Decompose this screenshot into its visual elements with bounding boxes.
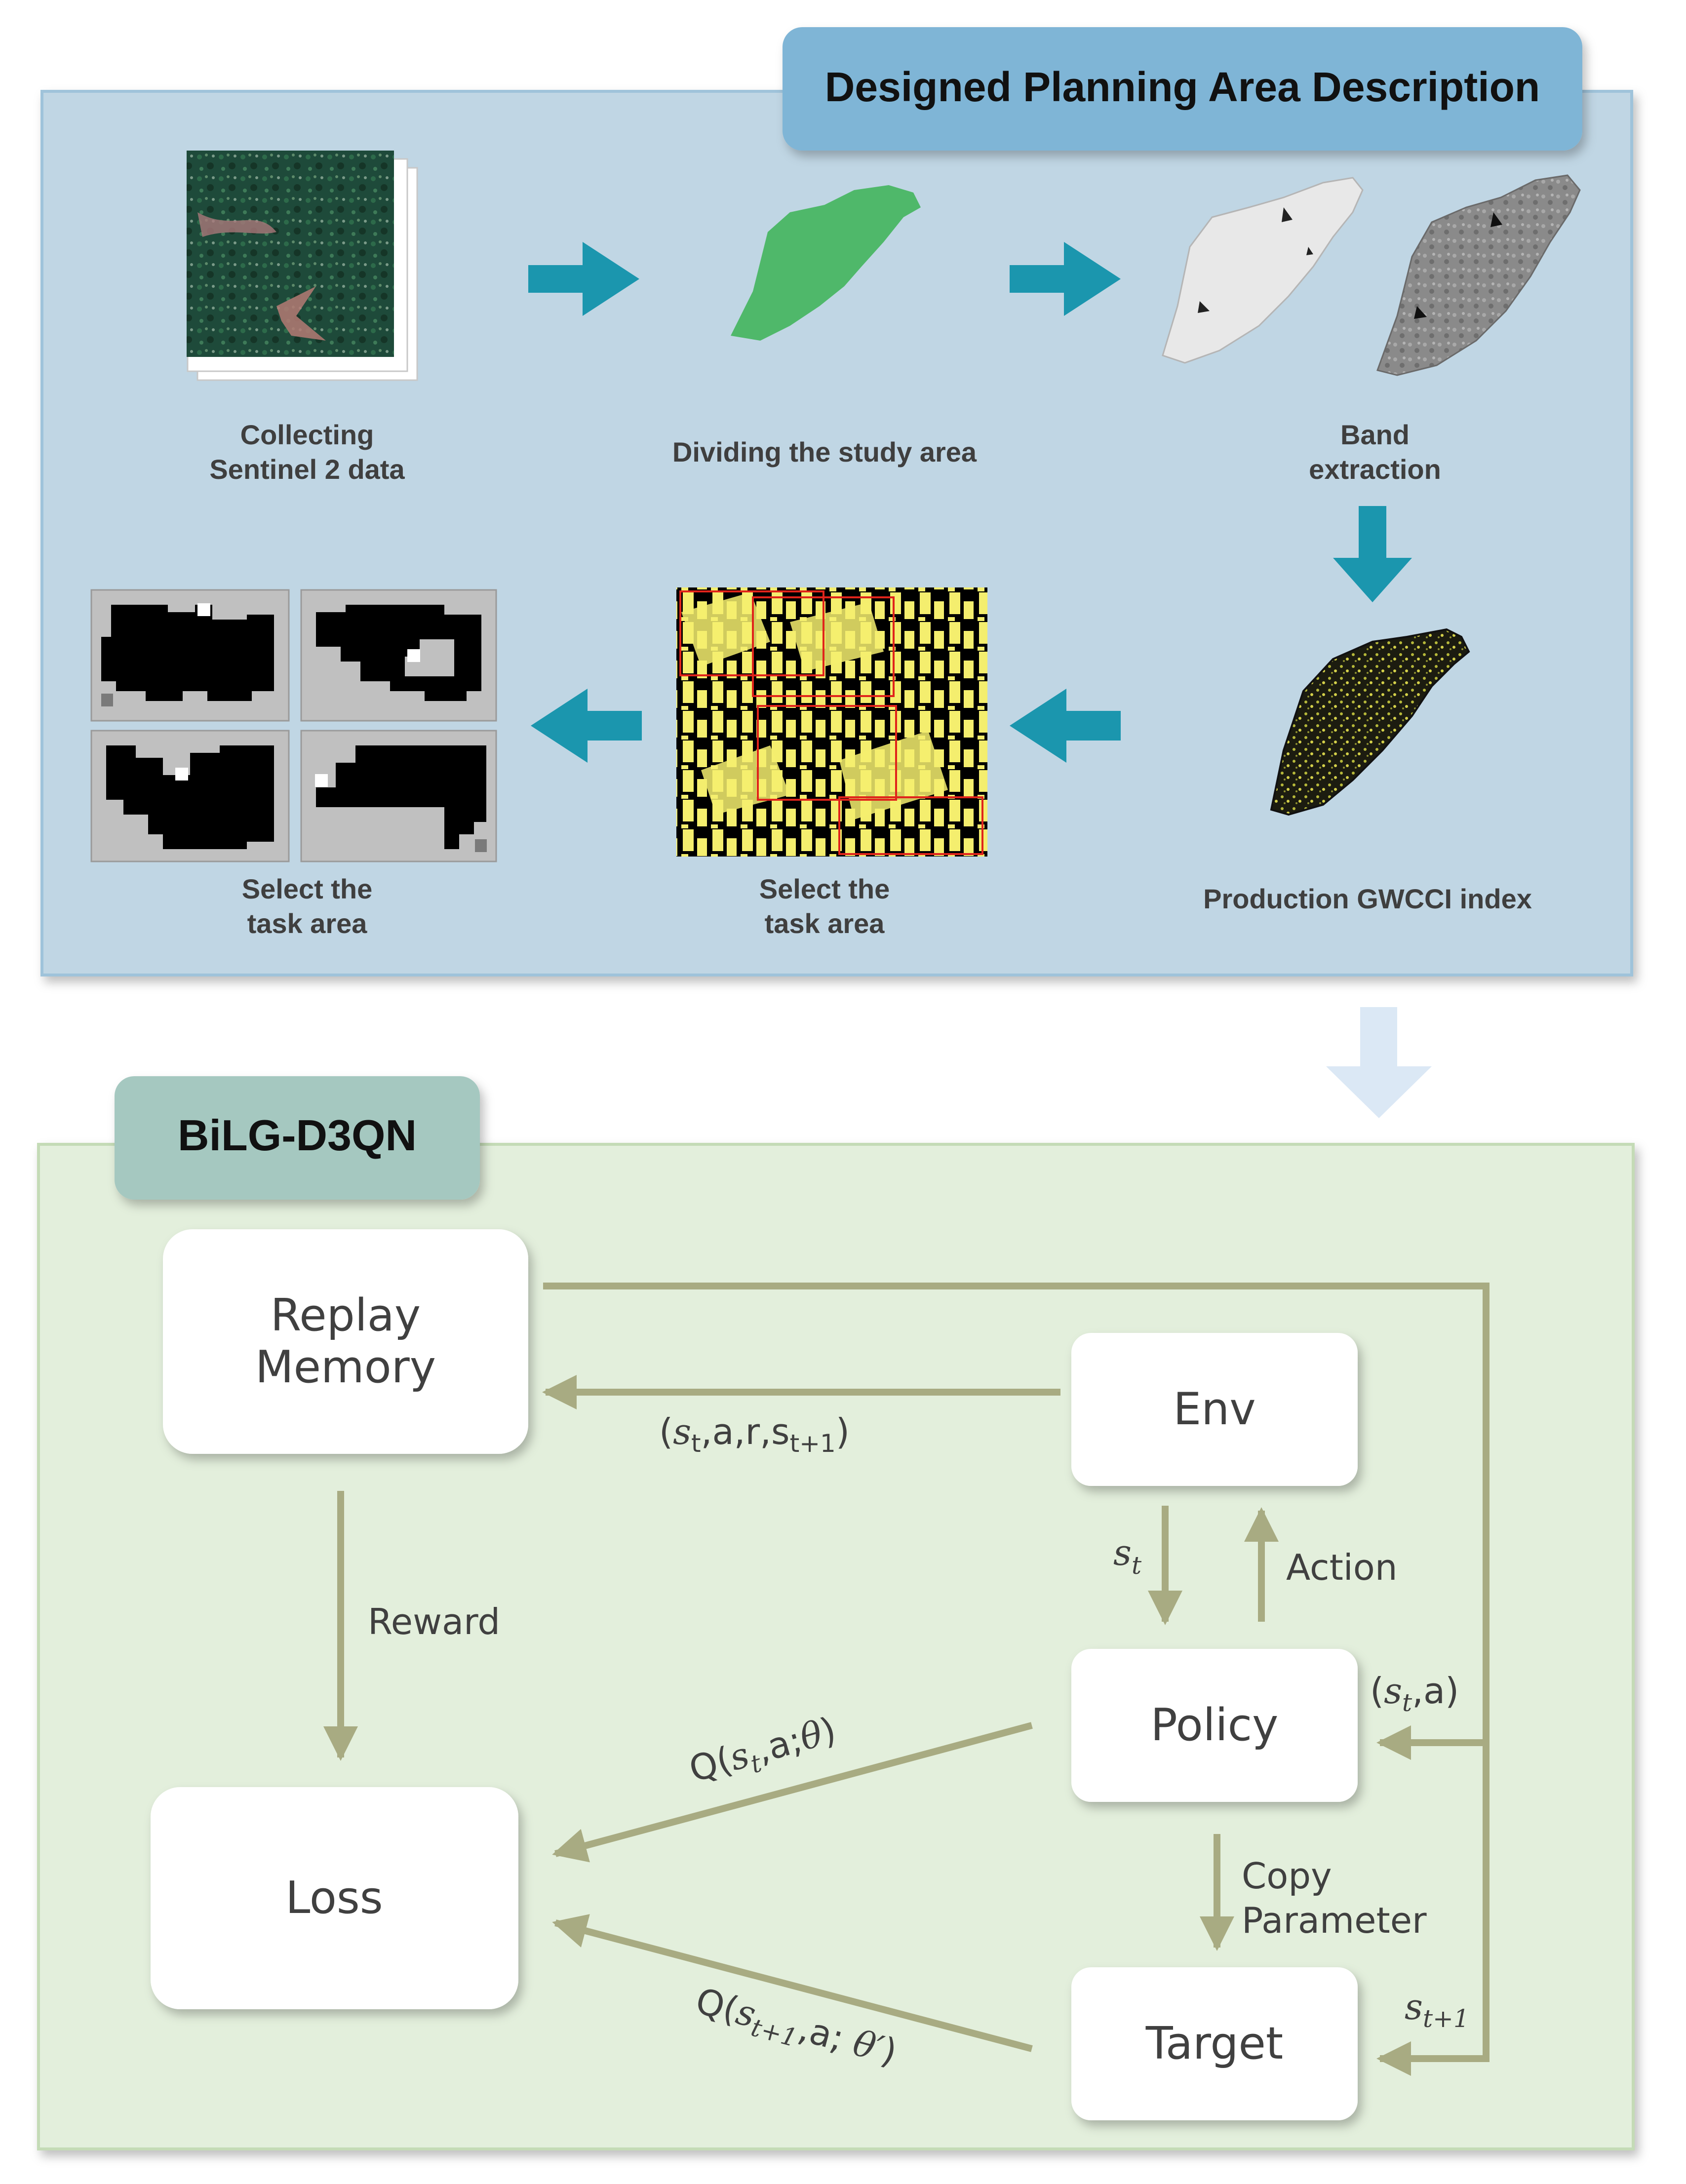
caption-select-mid-1: Select the: [759, 873, 890, 904]
caption-select-mid-2: task area: [765, 908, 885, 939]
study-area-shape: [731, 185, 921, 341]
band-image-light: [1162, 177, 1364, 364]
loss-node: [151, 1787, 518, 2009]
top-panel: Designed Planning Area Description Colle…: [40, 27, 1633, 976]
grid-tile-region: [316, 745, 486, 849]
caption-collect-1: Collecting: [240, 419, 374, 450]
bottom-panel-title: BiLG-D3QN: [178, 1111, 417, 1160]
policy-label: Policy: [1151, 1699, 1279, 1751]
grid-tile-cell: [475, 839, 487, 852]
grid-tile-start: [197, 603, 210, 616]
flow-arrow-down: [1333, 506, 1412, 602]
field-selection-map: [676, 587, 987, 857]
edge-label-transition: (st,a,r,st+1): [659, 1411, 850, 1458]
band-dark-marks: [1414, 212, 1502, 319]
task-area-box: [757, 705, 897, 801]
edge-label-action: Action: [1286, 1547, 1398, 1588]
task-grid-tiles: [90, 589, 497, 862]
bottom-panel-title-box: [115, 1076, 480, 1200]
edge-target-to-loss: [552, 1914, 1033, 2052]
edge-label-state: st: [1113, 1532, 1142, 1580]
caption-select-left-2: task area: [247, 908, 368, 939]
edge-label-copy-2: Parameter: [1242, 1900, 1427, 1941]
grid-tile-region: [106, 745, 274, 849]
gwcci-map: [1270, 628, 1470, 816]
caption-divide: Dividing the study area: [672, 436, 977, 468]
grid-tile-cell: [101, 694, 113, 706]
grid-tile-start: [315, 774, 328, 787]
satellite-feature: [276, 286, 326, 341]
replay-memory-node: [163, 1229, 528, 1454]
policy-node: [1071, 1649, 1358, 1802]
edge-policy-to-loss: [552, 1722, 1033, 1863]
target-label: Target: [1145, 2018, 1283, 2069]
caption-band-2: extraction: [1309, 454, 1441, 485]
caption-select-left-1: Select the: [242, 873, 373, 904]
edge-label-state-action: (st,a): [1370, 1670, 1459, 1717]
env-node: [1071, 1333, 1358, 1486]
grid-tile-region: [316, 605, 481, 701]
flow-arrow-left: [531, 689, 642, 763]
edge-replay-to-target: [543, 1283, 1490, 2076]
env-label: Env: [1173, 1383, 1255, 1435]
bottom-panel: BiLG-D3QN Replay Memory Env Policy Targe…: [37, 1076, 1635, 2150]
caption-gwcci: Production GWCCI index: [1203, 883, 1532, 914]
edge-label-next-state: st+1: [1405, 1986, 1469, 2033]
flow-arrow-right: [1010, 242, 1121, 316]
task-area-box: [838, 796, 983, 855]
edge-label-reward: Reward: [368, 1601, 500, 1642]
sentinel-image-stack: [187, 151, 418, 381]
edge-label-q-target: Q(st+1,a; θ′): [690, 1980, 902, 2078]
task-area-box: [752, 596, 895, 697]
caption-collect-2: Sentinel 2 data: [209, 454, 405, 485]
grid-tile-gap: [405, 639, 454, 676]
band-image-dark: [1376, 174, 1581, 376]
grid-tile-region: [101, 605, 274, 701]
flow-arrow-left: [1010, 689, 1121, 763]
panel-connector-arrow: [1326, 1007, 1432, 1118]
target-node: [1071, 1967, 1358, 2120]
top-panel-title-box: [783, 27, 1582, 151]
caption-band-1: Band: [1340, 419, 1410, 450]
grid-tile-start: [175, 768, 188, 780]
top-panel-title: Designed Planning Area Description: [825, 64, 1540, 110]
loss-label: Loss: [285, 1872, 383, 1924]
replay-memory-label-1: Replay: [271, 1289, 421, 1341]
grid-tile-start: [407, 649, 420, 662]
satellite-feature: [197, 212, 276, 237]
field-parcels: [681, 592, 948, 819]
replay-memory-label-2: Memory: [255, 1341, 436, 1393]
flow-arrow-right: [528, 242, 639, 316]
edge-label-copy-1: Copy: [1242, 1855, 1332, 1897]
